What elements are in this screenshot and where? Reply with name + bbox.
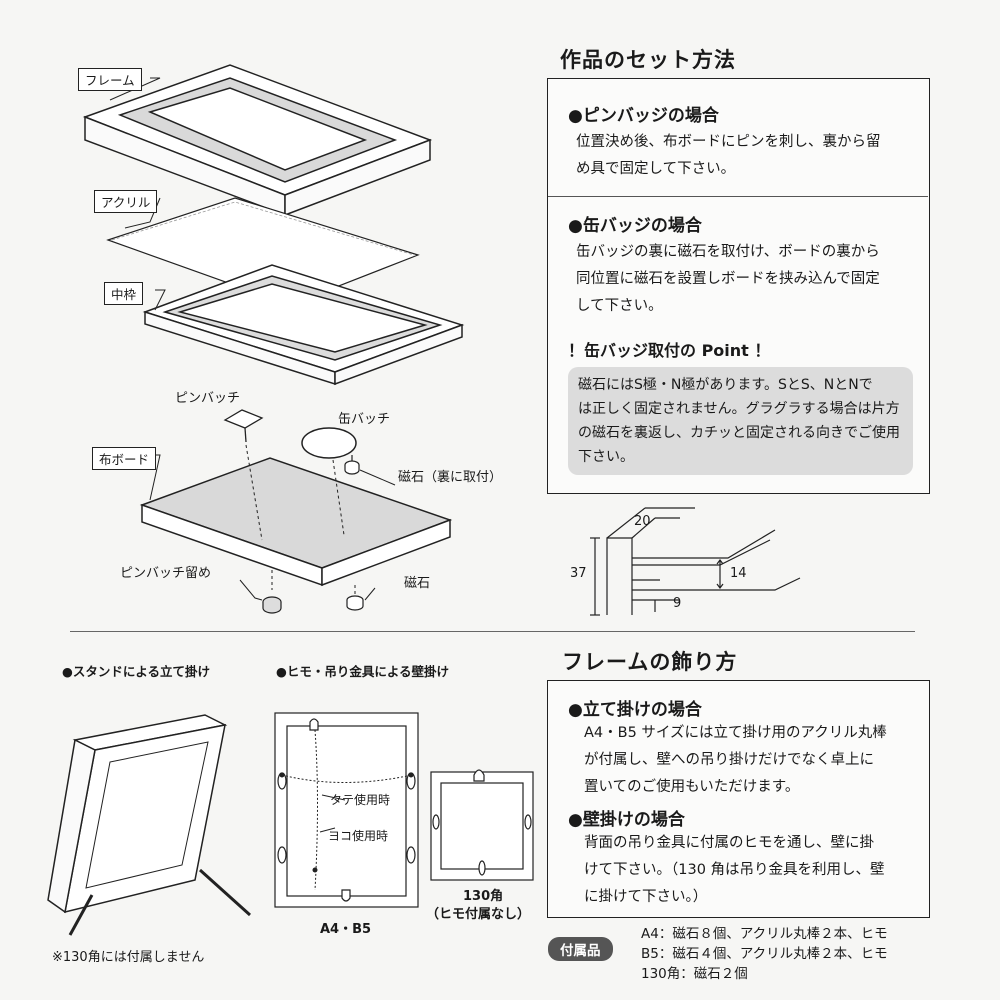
pin-clasp-icon [262,596,282,614]
accessory-item: 130角：磁石２個 [641,966,748,982]
dim-bottom: 9 [673,596,682,611]
section-separator [70,631,915,632]
stand-caption: ●スタンドによる立て掛け [62,664,211,679]
can-text: 缶バッジの裏に磁石を取付け、ボードの裏から 同位置に磁石を設置しボードを挟み込ん… [576,244,880,314]
can-heading: ●缶バッジの場合 [568,216,702,236]
accessories-list: A4：磁石８個、アクリル丸棒２本、ヒモ B5：磁石４個、アクリル丸棒２本、ヒモ … [641,924,888,984]
display-title: フレームの飾り方 [562,650,738,674]
label-cloth-board: 布ボード [92,447,157,470]
magnet-bottom-icon [346,595,364,611]
a4b5-label: A4・B5 [320,922,372,937]
point-heading: ！缶バッジ取付の Point ！ [568,341,771,360]
tate-label: タテ使用時 [330,793,391,807]
set-method-box: ●ピンバッジの場合 位置決め後、布ボードにピンを刺し、裏から留 め具で固定して下… [547,78,930,494]
inner-frame-drawing [142,264,465,386]
frame-cross-section-diagram [590,507,801,616]
label-frame: フレーム [78,68,142,91]
stand-note: ※130角には付属しません [52,950,205,965]
exploded-assembly-diagram [82,64,465,614]
yoko-label: ヨコ使用時 [328,829,389,843]
pin-text: 位置決め後、布ボードにピンを刺し、裏から留 め具で固定して下さい。 [576,134,881,177]
label-can-badge: 缶バッチ [338,412,391,427]
label-inner-frame: 中枠 [104,282,144,305]
can-badge-icon [301,427,357,459]
dim-inner: 14 [730,566,747,581]
set-method-title: 作品のセット方法 [560,48,736,72]
accessories-badge: 付属品 [548,937,613,961]
wall-caption: ●ヒモ・吊り金具による壁掛け [276,664,450,679]
label-magnet: 磁石 [404,576,431,591]
frame-drawing [82,64,433,217]
lean-text: A4・B5 サイズには立て掛け用のアクリル丸棒 が付属し、壁への吊り掛けだけでな… [584,725,887,795]
magnet-icon [344,455,360,475]
pin-badge-icon [223,409,264,443]
label-magnet-back: 磁石（裏に取付） [398,470,503,485]
sq130-label: 130角 [463,889,504,904]
dim-height: 37 [570,566,587,581]
label-acrylic: アクリル [94,190,158,213]
display-box: ●立て掛けの場合 A4・B5 サイズには立て掛け用のアクリル丸棒 が付属し、壁へ… [547,680,930,918]
lean-heading: ●立て掛けの場合 [568,700,702,720]
hang-text: 背面の吊り金具に付属のヒモを通し、壁に掛 けて下さい。（130 角は吊り金具を利… [584,835,885,905]
cloth-board-drawing [139,457,453,587]
point-note: 磁石にはS極・N極があります。SとS、NとNで は正しく固定されません。グラグラ… [568,367,913,475]
hang-heading: ●壁掛けの場合 [568,810,685,830]
dim-top: 20 [634,514,651,529]
sq130-sub-label: （ヒモ付属なし） [426,907,531,922]
accessory-item: A4：磁石８個、アクリル丸棒２本、ヒモ [641,926,888,942]
divider [548,196,928,197]
pin-heading: ●ピンバッジの場合 [568,106,719,126]
label-pin-badge: ピンバッチ [175,391,241,406]
accessory-item: B5：磁石４個、アクリル丸棒２本、ヒモ [641,946,888,962]
label-pin-clasp: ピンバッチ留め [120,566,212,581]
